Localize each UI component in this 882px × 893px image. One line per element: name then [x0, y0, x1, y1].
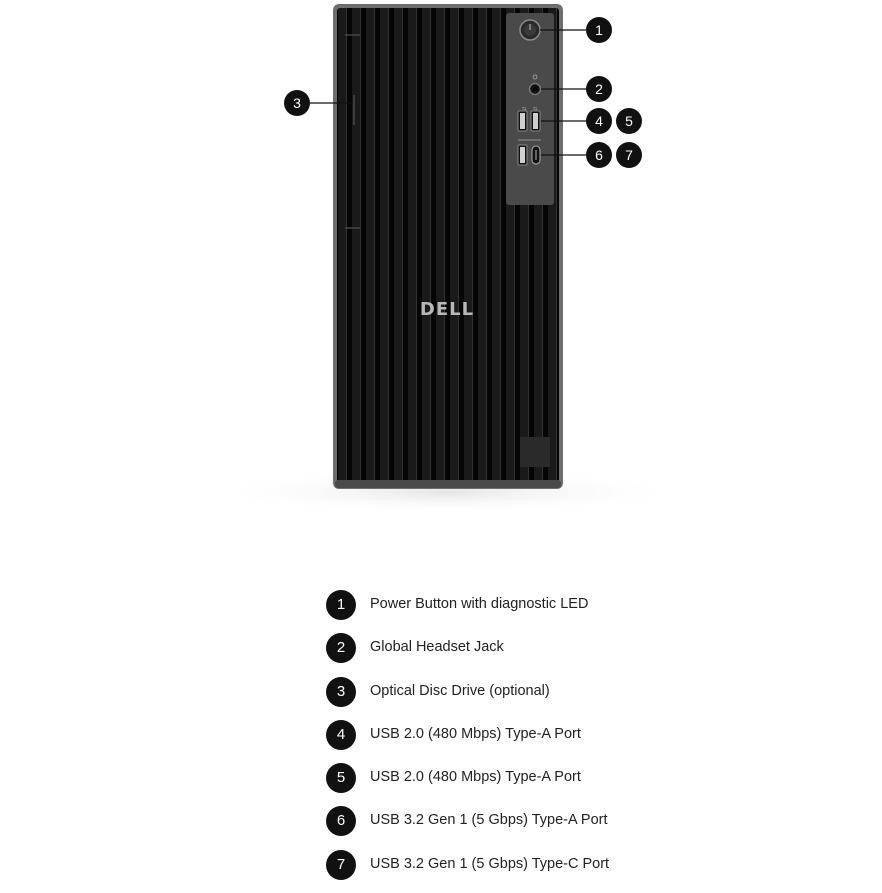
- legend-label: USB 3.2 Gen 1 (5 Gbps) Type-C Port: [370, 855, 610, 872]
- legend-number: 4: [326, 719, 356, 750]
- svg-text:⇆: ⇆: [533, 106, 537, 112]
- brand-logo: DELL: [420, 299, 474, 320]
- callout-3: 3: [284, 90, 310, 116]
- legend-item: 6 USB 3.2 Gen 1 (5 Gbps) Type-A Port: [326, 806, 706, 849]
- usb-3-ports-icon: [517, 139, 541, 166]
- legend-item: 4 USB 2.0 (480 Mbps) Type-A Port: [326, 719, 706, 763]
- callout-number-1: 1: [595, 22, 603, 38]
- callout-4: 4: [586, 108, 612, 134]
- legend-number: 3: [326, 676, 356, 707]
- chassis-front: [337, 8, 559, 484]
- callout-number-3: 3: [293, 95, 301, 111]
- legend-label: Optical Disc Drive (optional): [370, 682, 550, 699]
- product-diagram: ⇆ ⇆ DELL 1: [207, 4, 687, 514]
- legend-item: 1 Power Button with diagnostic LED: [326, 590, 706, 633]
- callout-5: 5: [616, 108, 642, 134]
- callout-number-5: 5: [625, 113, 633, 129]
- desktop-tower: ⇆ ⇆ DELL: [333, 4, 563, 489]
- legend: 1 Power Button with diagnostic LED 2 Glo…: [326, 590, 706, 893]
- legend-label: USB 3.2 Gen 1 (5 Gbps) Type-A Port: [370, 812, 608, 829]
- legend-number: 7: [326, 849, 356, 880]
- callout-7: 7: [616, 142, 642, 168]
- callout-2: 2: [586, 76, 612, 102]
- callout-number-7: 7: [625, 147, 633, 163]
- optical-drive-slot: [345, 34, 360, 229]
- legend-item: 3 Optical Disc Drive (optional): [326, 676, 706, 720]
- callout-number-2: 2: [595, 81, 603, 97]
- legend-number: 6: [326, 806, 356, 837]
- legend-item: 2 Global Headset Jack: [326, 633, 706, 676]
- svg-text:⇆: ⇆: [522, 106, 526, 112]
- usb-2-ports-icon: ⇆ ⇆: [517, 106, 541, 132]
- callout-1: 1: [586, 17, 612, 43]
- legend-label: Power Button with diagnostic LED: [370, 596, 589, 612]
- callout-number-6: 6: [595, 147, 603, 163]
- legend-label: Global Headset Jack: [370, 639, 504, 656]
- legend-item: 5 USB 2.0 (480 Mbps) Type-A Port: [326, 763, 706, 806]
- power-button-icon: [519, 19, 541, 41]
- bottom-vent: [520, 437, 550, 467]
- callouts: 1 2 3 4 5 6 7: [284, 17, 642, 168]
- chassis-bottom-edge: [335, 480, 561, 488]
- io-port-panel: ⇆ ⇆: [506, 13, 554, 205]
- headset-jack-icon: [528, 74, 542, 96]
- legend-number: 2: [326, 633, 356, 664]
- legend-label: USB 2.0 (480 Mbps) Type-A Port: [370, 725, 581, 742]
- legend-item: 7 USB 3.2 Gen 1 (5 Gbps) Type-C Port: [326, 849, 706, 893]
- legend-number: 5: [326, 763, 356, 794]
- callout-6: 6: [586, 142, 612, 168]
- legend-number: 1: [326, 590, 356, 620]
- legend-label: USB 2.0 (480 Mbps) Type-A Port: [370, 769, 581, 786]
- callout-number-4: 4: [595, 113, 603, 129]
- floor-shadow: [207, 470, 687, 514]
